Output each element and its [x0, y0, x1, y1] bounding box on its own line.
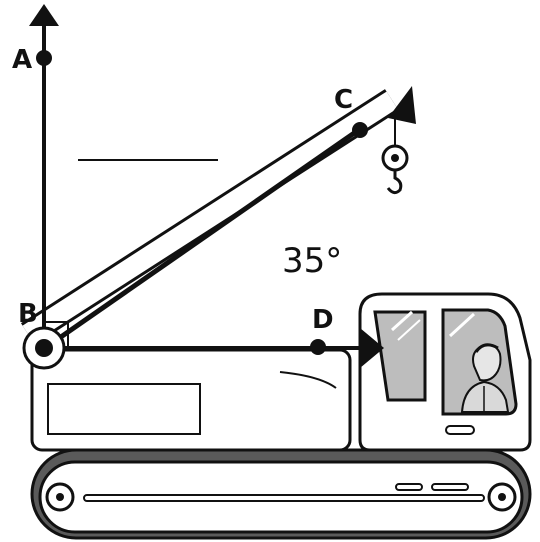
angle-label: 35°: [282, 241, 342, 281]
point-a: [36, 50, 52, 66]
hook-pulley: [381, 112, 409, 195]
crane-body: [30, 348, 352, 452]
crane-track: [30, 448, 532, 540]
arrow-d: [360, 328, 384, 368]
operator: [460, 343, 510, 413]
label-c: C: [334, 85, 353, 115]
crane-boom: [20, 86, 416, 351]
point-d: [310, 339, 326, 355]
cab-window-left: [373, 310, 427, 402]
arrow-a: [29, 4, 59, 26]
point-c: [352, 122, 368, 138]
boom-line-bc: [43, 126, 362, 351]
cab-door-handle: [445, 425, 475, 435]
label-b: B: [18, 299, 38, 329]
crane-cab: [358, 292, 532, 452]
label-d: D: [312, 305, 334, 335]
label-a: A: [12, 45, 32, 75]
